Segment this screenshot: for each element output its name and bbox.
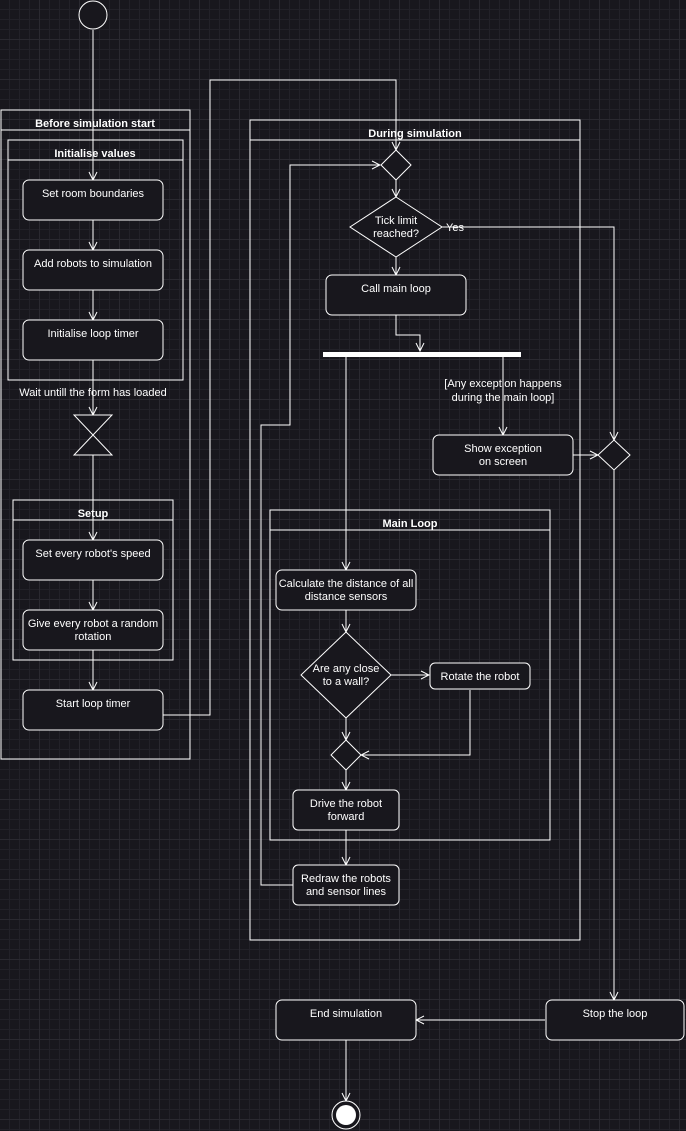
edge-rotate-to-merge xyxy=(361,690,471,755)
action-calculate-distance: Calculate the distance of all distance s… xyxy=(275,569,417,611)
action-set-robot-speed: Set every robot's speed xyxy=(22,539,164,581)
container-mainloop-title: Main Loop xyxy=(383,518,438,530)
edges xyxy=(93,30,614,1101)
action-label: Give every robot a random xyxy=(28,618,158,630)
decision-label: Are any close xyxy=(313,663,380,675)
action-label: Calculate the distance of all xyxy=(279,578,414,590)
action-end-simulation: End simulation xyxy=(275,999,417,1041)
wait-event-label: Wait untill the form has loaded xyxy=(19,387,167,399)
edge-call-main-to-fork xyxy=(395,315,420,351)
container-before-title: Before simulation start xyxy=(35,118,155,130)
action-drive-forward: Drive the robot forward xyxy=(292,789,400,831)
merge-node-loop xyxy=(380,149,412,181)
action-label: Set room boundaries xyxy=(42,188,145,200)
hourglass-wait-icon xyxy=(72,414,114,456)
action-label: Start loop timer xyxy=(56,698,131,710)
action-label: Stop the loop xyxy=(583,1008,648,1020)
fork-bar xyxy=(323,352,521,357)
action-label: forward xyxy=(328,811,365,823)
decision-close-to-wall: Are any close to a wall? xyxy=(300,631,392,719)
edge-start-timer-to-merge xyxy=(163,79,396,716)
merge-node-stop xyxy=(597,439,631,471)
decision-label: reached? xyxy=(373,228,419,240)
action-initialise-loop-timer: Initialise loop timer xyxy=(22,319,164,361)
container-during-simulation: During simulation xyxy=(249,119,581,941)
action-label: Rotate the robot xyxy=(441,671,520,683)
action-label: Set every robot's speed xyxy=(35,548,150,560)
action-label: Add robots to simulation xyxy=(34,258,152,270)
edge-tick-yes xyxy=(442,226,614,440)
container-main-loop: Main Loop xyxy=(269,509,551,841)
action-show-exception: Show exception on screen xyxy=(432,434,574,476)
yes-guard-label: Yes xyxy=(446,222,464,234)
action-label: rotation xyxy=(75,631,112,643)
action-random-rotation: Give every robot a random rotation xyxy=(22,609,164,651)
action-label: Redraw the robots xyxy=(301,873,391,885)
action-rotate-robot: Rotate the robot xyxy=(429,662,531,690)
edge-redraw-loop-back xyxy=(260,165,380,886)
action-set-room-boundaries: Set room boundaries xyxy=(22,179,164,221)
action-stop-loop: Stop the loop xyxy=(545,999,685,1041)
action-redraw-robots: Redraw the robots and sensor lines xyxy=(292,864,400,906)
merge-node-drive xyxy=(330,739,362,771)
action-start-loop-timer: Start loop timer xyxy=(22,689,164,731)
decision-tick-limit: Tick limit reached? xyxy=(349,196,443,258)
action-label: on screen xyxy=(479,456,527,468)
action-label: Call main loop xyxy=(361,283,431,295)
action-add-robots: Add robots to simulation xyxy=(22,249,164,291)
action-call-main-loop: Call main loop xyxy=(325,274,467,316)
final-node xyxy=(331,1100,361,1130)
action-label: Drive the robot xyxy=(310,798,382,810)
container-during-title: During simulation xyxy=(368,128,462,140)
container-init-title: Initialise values xyxy=(54,148,135,160)
initial-node xyxy=(78,0,108,30)
container-initialise-values: Initialise values xyxy=(7,139,184,381)
action-label: and sensor lines xyxy=(306,886,387,898)
action-label: distance sensors xyxy=(305,591,388,603)
action-label: Initialise loop timer xyxy=(47,328,138,340)
decision-label: Tick limit xyxy=(375,215,417,227)
exception-guard-label: during the main loop] xyxy=(452,392,555,404)
exception-guard-label: [Any exception happens xyxy=(444,378,562,390)
action-label: End simulation xyxy=(310,1008,382,1020)
container-before-simulation: Before simulation start xyxy=(0,109,191,760)
decision-label: to a wall? xyxy=(323,676,369,688)
action-label: Show exception xyxy=(464,443,542,455)
